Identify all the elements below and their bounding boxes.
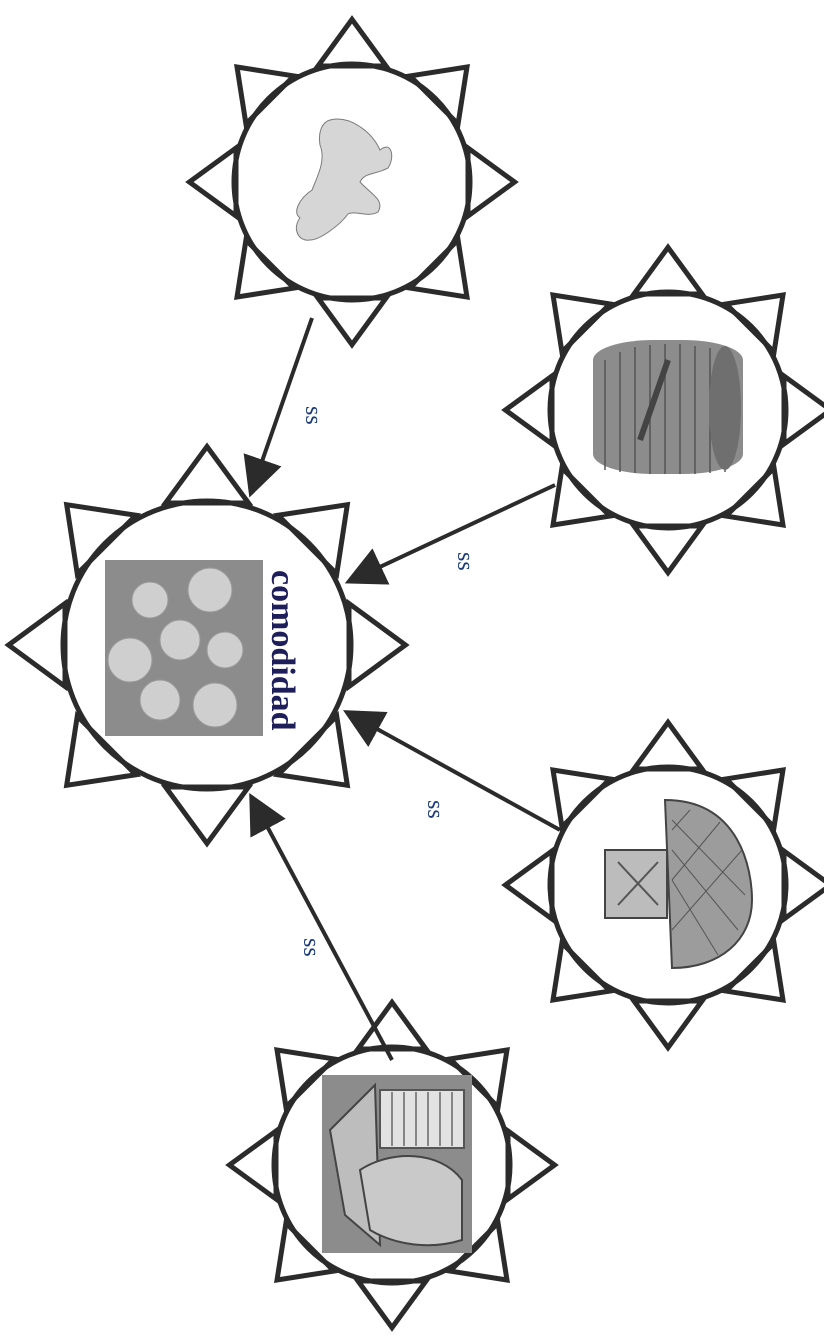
node-ray: [63, 501, 142, 580]
node-ray: [4, 598, 68, 692]
node-ray: [720, 937, 786, 1003]
node-ray: [629, 523, 707, 577]
node-ray: [720, 462, 786, 528]
node-ray: [160, 784, 254, 848]
node-ray: [234, 234, 300, 300]
node-ray: [781, 371, 824, 449]
node-ray: [501, 846, 555, 924]
node-ray: [720, 292, 786, 358]
node-ray: [234, 64, 300, 130]
node-ray: [629, 998, 707, 1052]
node-ray: [550, 937, 616, 1003]
node-ray: [346, 598, 410, 692]
node-ray: [550, 292, 616, 358]
central-node: [4, 442, 410, 848]
animal-node: [185, 15, 519, 349]
edge-label: ss: [452, 552, 478, 571]
animal-silhouette-image: [295, 118, 393, 241]
doghouse-node: [225, 998, 559, 1332]
node-ray: [404, 234, 470, 300]
node-ray: [629, 243, 707, 297]
node-ray: [550, 462, 616, 528]
node-ray: [185, 143, 239, 221]
node-ray: [63, 710, 142, 789]
node-ray: [505, 1126, 559, 1204]
node-ray: [160, 442, 254, 506]
node-ray: [720, 767, 786, 833]
node-ray: [444, 1217, 510, 1283]
edge-animal-to-central: [243, 317, 314, 498]
node-ray: [272, 501, 351, 580]
node-ray: [274, 1047, 340, 1113]
edge-label: ss: [300, 406, 326, 425]
node-ray: [404, 64, 470, 130]
birdcage-image: [593, 340, 743, 474]
edge-label: ss: [298, 938, 324, 957]
edge-bed-to-central: [342, 710, 561, 832]
node-ray: [225, 1126, 279, 1204]
pet-bed-image: [604, 798, 754, 970]
nodes-layer: [4, 15, 824, 1332]
node-ray: [274, 1217, 340, 1283]
node-ray: [272, 710, 351, 789]
edges: [243, 317, 561, 1061]
node-ray: [629, 718, 707, 772]
node-ray: [550, 767, 616, 833]
edge-cage-to-central: [344, 483, 556, 585]
node-ray: [313, 15, 391, 69]
node-ray: [444, 1047, 510, 1113]
doghouse-image: [322, 1075, 472, 1253]
node-ray: [465, 143, 519, 221]
edge-label: ss: [422, 800, 448, 819]
food-items-photo: [105, 560, 263, 736]
node-ray: [781, 846, 824, 924]
node-ray: [353, 1278, 431, 1332]
edge-doghouse-to-central: [249, 792, 394, 1061]
node-ray: [353, 998, 431, 1052]
cage-node: [501, 243, 824, 577]
node-ray: [501, 371, 555, 449]
central-node-label: comodidad: [264, 570, 301, 731]
node-ray: [313, 295, 391, 349]
pet-bed-node: [501, 718, 824, 1052]
